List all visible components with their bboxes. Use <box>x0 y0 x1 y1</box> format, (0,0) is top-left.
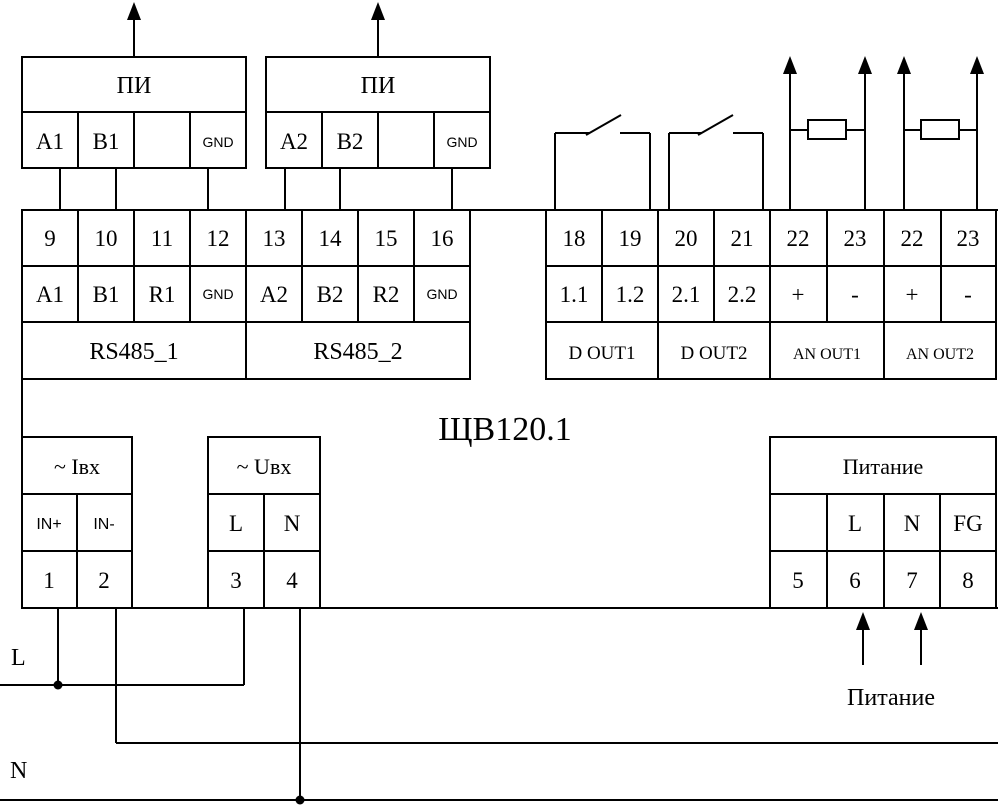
junction-n-dot <box>295 795 305 805</box>
voltage-input-title: ~ Uвх <box>237 454 292 479</box>
terminal-16: 16 <box>431 226 454 251</box>
terminal-8: 8 <box>962 568 974 593</box>
pi-2-pin-a2: A2 <box>280 129 308 154</box>
current-input-title: ~ Iвх <box>54 454 100 479</box>
mains-wiring <box>0 608 998 805</box>
terminal-15: 15 <box>375 226 398 251</box>
power-block: Питание L N FG 5 6 7 8 <box>769 436 997 609</box>
rs485-wires <box>59 168 453 210</box>
group-an-out2: AN OUT2 <box>906 346 974 363</box>
terminal-4: 4 <box>286 568 298 593</box>
pi-1-pin-b1: B1 <box>93 129 120 154</box>
pi-1-pin-a1: A1 <box>36 129 64 154</box>
signal-gnd-1: GND <box>202 286 233 302</box>
terminal-2: 2 <box>98 568 110 593</box>
power-signal-fg: FG <box>953 511 982 536</box>
pi-module-2: ПИ A2 B2 GND <box>265 2 491 169</box>
resistor-2-icon <box>920 119 960 140</box>
an-out2-plus-arrow-icon <box>897 56 911 74</box>
signal-plus-2: + <box>906 282 919 307</box>
pi-1-pin-gnd: GND <box>202 134 233 150</box>
terminal-11: 11 <box>151 226 173 251</box>
voltage-input-block: ~ Uвх L N 3 4 <box>207 436 321 609</box>
signal-a1: A1 <box>36 282 64 307</box>
terminal-20: 20 <box>675 226 698 251</box>
pi-1-arrow-head-icon <box>127 2 141 20</box>
pi-2-pin-b2: B2 <box>337 129 364 154</box>
signal-plus-1: + <box>792 282 805 307</box>
signal-b1: B1 <box>93 282 120 307</box>
signal-r2: R2 <box>373 282 400 307</box>
line-n-label: N <box>10 758 27 784</box>
terminal-3: 3 <box>230 568 242 593</box>
power-supply-arrows <box>856 612 928 665</box>
analog-load-1 <box>783 56 872 210</box>
signal-1-1: 1.1 <box>560 282 589 307</box>
junction-l-dot <box>53 680 63 690</box>
relay-contact-1-icon <box>554 114 651 210</box>
signal-gnd-2: GND <box>426 286 457 302</box>
pi-module-1: ПИ A1 B1 GND <box>21 2 247 169</box>
signal-minus-1: - <box>851 282 859 307</box>
terminal-14: 14 <box>319 226 343 251</box>
terminal-9: 9 <box>44 226 56 251</box>
terminal-18: 18 <box>563 226 586 251</box>
pi-2-pin-gnd: GND <box>446 134 477 150</box>
analog-load-2 <box>897 56 984 210</box>
signal-r1: R1 <box>149 282 176 307</box>
resistor-1-icon <box>807 119 847 140</box>
signal-n-voltage: N <box>284 511 301 536</box>
line-l-label: L <box>11 645 26 671</box>
signal-a2: A2 <box>260 282 288 307</box>
group-d-out1: D OUT1 <box>568 343 635 364</box>
terminal-23-a: 23 <box>844 226 867 251</box>
relay-contact-2-icon <box>668 114 764 210</box>
group-d-out2: D OUT2 <box>680 343 747 364</box>
signal-2-2: 2.2 <box>728 282 757 307</box>
terminal-21: 21 <box>731 226 754 251</box>
signal-2-1: 2.1 <box>672 282 701 307</box>
signal-1-2: 1.2 <box>616 282 645 307</box>
power-supply-label: Питание <box>847 685 935 711</box>
pi-module-2-label: ПИ <box>361 73 396 99</box>
group-an-out1: AN OUT1 <box>793 346 861 363</box>
power-signal-l: L <box>848 511 862 536</box>
pi-module-1-label: ПИ <box>117 73 152 99</box>
terminal-22-a: 22 <box>787 226 810 251</box>
rs485-terminal-block: 9 10 11 12 13 14 15 16 A1 B1 R1 GND A2 B… <box>21 209 471 380</box>
terminal-23-b: 23 <box>957 226 980 251</box>
terminal-19: 19 <box>619 226 642 251</box>
device-name: ЩВ120.1 <box>438 411 571 448</box>
terminal-13: 13 <box>263 226 286 251</box>
terminal-5: 5 <box>792 568 804 593</box>
signal-l-voltage: L <box>229 511 243 536</box>
terminal-6: 6 <box>849 568 861 593</box>
pi-2-arrow-head-icon <box>371 2 385 20</box>
output-terminal-block: 18 19 20 21 22 23 22 23 1.1 1.2 2.1 2.2 … <box>545 209 997 380</box>
terminal-22-b: 22 <box>901 226 924 251</box>
signal-minus-2: - <box>964 282 972 307</box>
power-signal-n: N <box>904 511 921 536</box>
signal-in-plus: IN+ <box>36 516 61 533</box>
signal-in-minus: IN- <box>93 516 114 533</box>
an-out1-minus-arrow-icon <box>858 56 872 74</box>
current-input-block: ~ Iвх IN+ IN- 1 2 <box>21 436 133 609</box>
terminal-12: 12 <box>207 226 230 251</box>
terminal-10: 10 <box>95 226 118 251</box>
group-rs485-1: RS485_1 <box>89 339 178 365</box>
signal-b2: B2 <box>317 282 344 307</box>
group-rs485-2: RS485_2 <box>313 339 402 365</box>
power-block-title: Питание <box>843 454 924 479</box>
an-out1-plus-arrow-icon <box>783 56 797 74</box>
power-l-arrow-icon <box>856 612 870 630</box>
terminal-1: 1 <box>43 568 55 593</box>
an-out2-minus-arrow-icon <box>970 56 984 74</box>
power-n-arrow-icon <box>914 612 928 630</box>
terminal-7: 7 <box>906 568 918 593</box>
